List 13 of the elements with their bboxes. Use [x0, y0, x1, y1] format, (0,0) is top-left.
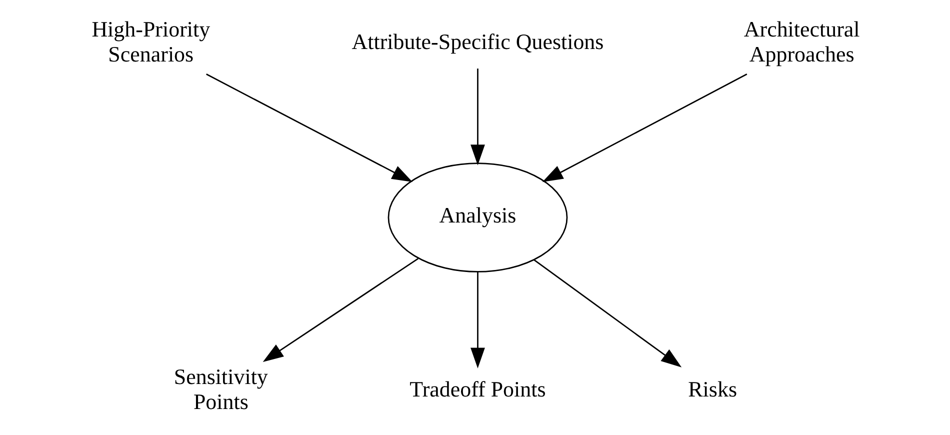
arrow: [542, 74, 748, 182]
node-text: Risks: [688, 376, 737, 402]
node-text: High-Priority Scenarios: [92, 16, 210, 66]
arrow: [470, 272, 485, 368]
node-ellipse: Analysis: [388, 162, 568, 272]
node-text: Attribute-Specific Questions: [352, 29, 604, 54]
node-text: Architectural Approaches: [744, 16, 860, 66]
arrow: [262, 258, 419, 362]
node-text: Sensitivity Points: [174, 364, 268, 414]
arrow: [206, 74, 413, 182]
arrow: [534, 259, 682, 368]
arrow: [470, 68, 485, 166]
node-text: Tradeoff Points: [410, 376, 546, 402]
